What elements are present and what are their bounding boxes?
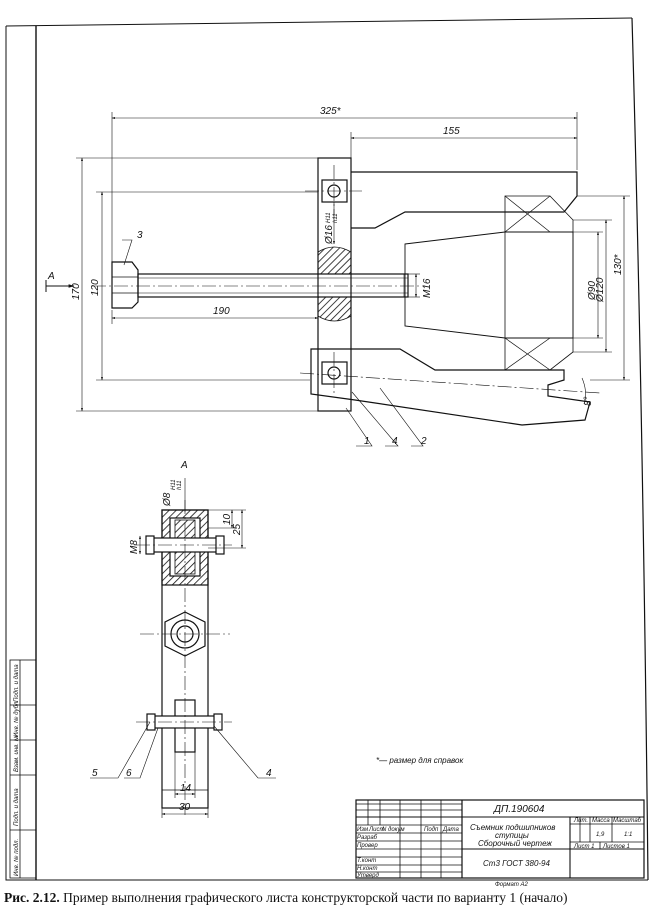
side-stamp-label: Инв. № дубл. (13, 700, 20, 737)
dim-o120: Ø120 (595, 277, 606, 303)
format-label: Формат А2 (495, 882, 528, 888)
dim-m16: M16 (422, 278, 433, 298)
row-razrab: Разраб (357, 835, 378, 841)
upper-arm (351, 171, 578, 229)
dim-25: 25 (232, 523, 243, 536)
callout-1: 1 (364, 436, 370, 447)
dim-155: 155 (443, 126, 460, 137)
sheet-frame (5, 17, 649, 881)
lit-label: Лит. (573, 818, 588, 824)
main-view (111, 157, 591, 426)
dim-325: 325* (320, 106, 342, 117)
side-stamp (9, 659, 37, 879)
mass-label: Масса (592, 818, 610, 824)
dim-190: 190 (213, 306, 230, 317)
product-name-line3: Сборочный чертеж (478, 839, 552, 848)
centre-lines (92, 165, 601, 396)
scale-label: Масштаб (613, 818, 642, 824)
row-prover: Провер (357, 843, 378, 849)
dim-10: 10 (222, 513, 233, 525)
hdr-izm: Изм (357, 827, 368, 833)
view-a-centre-lines (136, 500, 232, 815)
product-name-line2: ступицы (495, 831, 529, 840)
callout-leaders (122, 239, 424, 447)
product-name-line1: Съемник подшипников (470, 823, 555, 832)
dim-o90: Ø90 (587, 281, 598, 301)
view-a-texts: A Ø8 H11 h11 10 25 M8 14 30 5 6 4 (92, 460, 272, 813)
callout-5: 5 (92, 768, 98, 779)
dim-m8: M8 (129, 540, 140, 554)
material: Ст3 ГОСТ 380-94 (483, 859, 551, 868)
figure-caption: Рис. 2.12. Пример выполнения графическог… (4, 890, 650, 920)
side-stamp-label: Инв. № подл. (13, 839, 20, 876)
dim-o16-fit-bottom: h11 (333, 213, 339, 223)
view-a-label: A (180, 460, 188, 471)
hdr-ndoc: N докум (382, 827, 405, 833)
callout-4b: 4 (266, 768, 272, 779)
lower-arm (310, 348, 591, 426)
main-dimension-texts: 325* 155 170 120 190 Ø90 Ø120 130* M16 Ø… (47, 106, 624, 406)
side-stamp-label: Подп. и дата (14, 788, 20, 826)
dim-170: 170 (71, 283, 82, 300)
view-arrow-label: A (47, 271, 55, 282)
dimension-lines (45, 112, 630, 412)
screw-shaft (137, 273, 409, 298)
doc-code: ДП.190604 (493, 804, 545, 815)
callout-4: 4 (392, 436, 398, 447)
scale-value: 1:1 (624, 832, 632, 838)
callout-6: 6 (126, 768, 132, 779)
hatch-sections (317, 246, 352, 322)
dim-30: 30 (179, 802, 191, 813)
dim-o16: Ø16 (324, 225, 335, 245)
title-block-texts: ДП.190604 Изм Лист N докум Подп Дата Раз… (356, 804, 642, 888)
dim-o8-fit-bottom: h11 (177, 480, 183, 490)
callout-3: 3 (137, 230, 143, 241)
dim-o8-fit-top: H11 (171, 479, 177, 490)
crossbar (317, 157, 352, 412)
mass-value: 1,9 (596, 832, 605, 838)
side-stamp-label: Взам. инв. № (13, 734, 20, 772)
row-utverd: Утверд (356, 873, 380, 879)
row-tkont: Т.конт (357, 858, 376, 864)
hdr-list: Лист (368, 827, 384, 833)
dim-angle: 8° (583, 396, 594, 406)
dim-120: 120 (90, 279, 101, 296)
caption-text: Пример выполнения графического листа кон… (63, 890, 568, 905)
hdr-data: Дата (442, 827, 459, 833)
title-block (355, 799, 645, 879)
sheet-label: Лист 1 (573, 844, 594, 850)
dim-130: 130* (613, 253, 624, 275)
sheets-label: Листов 1 (602, 844, 630, 850)
row-nkont: Н.конт (357, 866, 377, 872)
bolt-head (111, 261, 139, 309)
callout-2: 2 (420, 436, 427, 447)
dim-14: 14 (180, 783, 192, 794)
dim-o8: Ø8 (162, 492, 173, 507)
side-stamp-label: Подп. и дата (14, 664, 20, 702)
callouts: 3 1 4 2 (137, 230, 427, 447)
hdr-podp: Подп (424, 827, 439, 833)
view-a-dimensions (90, 478, 276, 818)
caption-label: Рис. 2.12. (4, 890, 60, 905)
dim-o16-fit-top: H11 (326, 212, 332, 223)
reference-note: *— размер для справок (376, 756, 464, 765)
side-stamp-labels: Инв. № подл. Подп. и дата Взам. инв. № И… (13, 664, 20, 876)
